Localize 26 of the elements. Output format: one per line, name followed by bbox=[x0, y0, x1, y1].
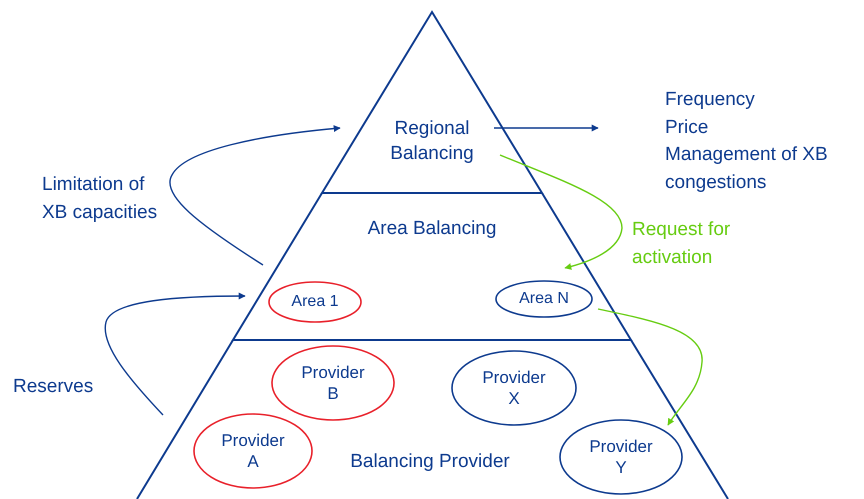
ellipse-node bbox=[559, 419, 683, 495]
ellipse-label: Area 1 bbox=[290, 292, 340, 312]
pyramid-band bbox=[322, 12, 542, 193]
list-text: Price bbox=[665, 116, 710, 140]
band-title: Regional Balancing bbox=[389, 117, 475, 166]
pyramid-band bbox=[233, 193, 631, 340]
arrow bbox=[500, 154, 623, 270]
arrow bbox=[494, 124, 599, 132]
band-title: Area Balancing bbox=[366, 217, 498, 241]
arrow bbox=[598, 308, 703, 426]
ellipse-label: Provider X bbox=[481, 366, 547, 410]
ellipse-node bbox=[193, 413, 313, 489]
ellipse-label: Provider B bbox=[300, 362, 366, 404]
ellipse-node bbox=[268, 281, 362, 323]
ellipse-label: Area N bbox=[518, 289, 570, 309]
ellipse-node bbox=[495, 280, 593, 318]
band-title: Balancing Provider bbox=[349, 450, 511, 474]
arrow bbox=[169, 125, 341, 266]
ellipse-label: Provider Y bbox=[588, 436, 654, 478]
arrow bbox=[104, 292, 246, 416]
ellipse-node bbox=[271, 345, 395, 421]
ellipse-label: Provider A bbox=[220, 430, 286, 472]
ellipse-node bbox=[451, 350, 577, 426]
list-text: Frequency bbox=[665, 88, 756, 112]
list-text: Management of XB congestions bbox=[665, 143, 829, 194]
pyramid-band bbox=[137, 340, 728, 499]
